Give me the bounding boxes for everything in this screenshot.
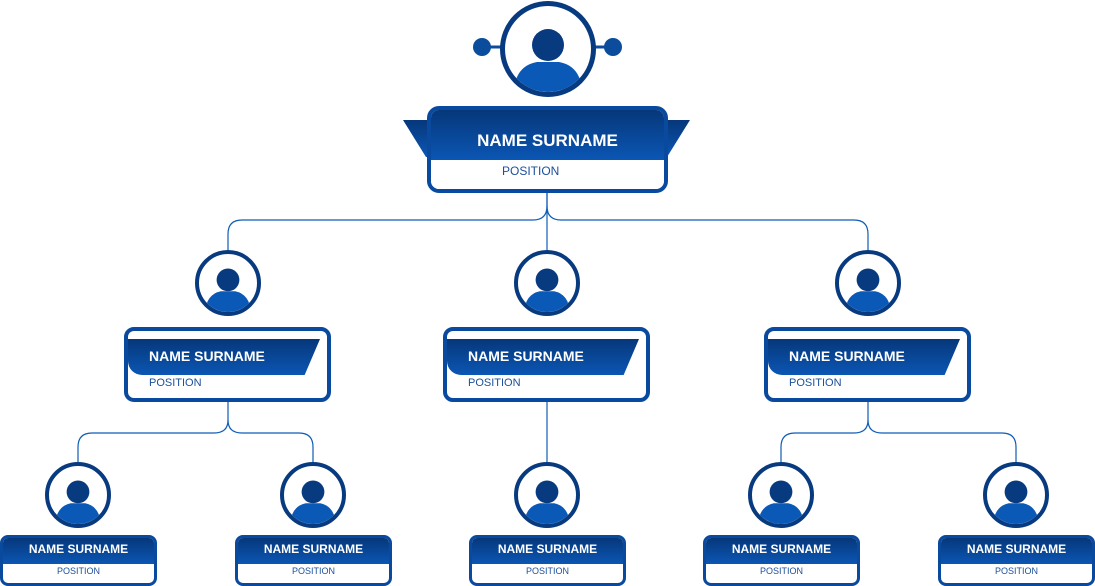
person-icon xyxy=(514,250,580,316)
level2-position: POSITION xyxy=(149,377,202,389)
person-icon xyxy=(835,250,901,316)
name-banner xyxy=(447,339,639,375)
level3-position: POSITION xyxy=(56,566,100,576)
connector-l2-l3 xyxy=(780,400,869,464)
person-icon xyxy=(500,1,596,97)
name-banner xyxy=(128,339,320,375)
person-icon xyxy=(983,462,1049,528)
connector-l2-l3 xyxy=(867,419,1017,464)
level3-position: POSITION xyxy=(525,566,569,576)
connector-l2-l3 xyxy=(227,419,314,464)
connector-root-l2 xyxy=(546,205,869,252)
connector-root-l2 xyxy=(227,192,548,252)
root-position: POSITION xyxy=(502,164,560,178)
level3-name: NAME SURNAME xyxy=(263,542,364,556)
level3-card xyxy=(235,535,392,586)
person-icon xyxy=(45,462,111,528)
name-banner xyxy=(941,538,1092,564)
root-card xyxy=(427,106,668,193)
level2-card xyxy=(124,327,331,402)
level3-name: NAME SURNAME xyxy=(966,542,1067,556)
level3-position: POSITION xyxy=(759,566,803,576)
level2-position: POSITION xyxy=(468,377,521,389)
level3-card xyxy=(469,535,626,586)
person-icon xyxy=(280,462,346,528)
level3-card xyxy=(703,535,860,586)
level3-name: NAME SURNAME xyxy=(497,542,598,556)
level3-card xyxy=(0,535,157,586)
level2-name: NAME SURNAME xyxy=(149,348,265,364)
person-icon xyxy=(195,250,261,316)
name-banner xyxy=(768,339,960,375)
level3-position: POSITION xyxy=(994,566,1038,576)
level2-card xyxy=(764,327,971,402)
level2-name: NAME SURNAME xyxy=(789,348,905,364)
name-banner xyxy=(3,538,154,564)
name-banner xyxy=(706,538,857,564)
level2-name: NAME SURNAME xyxy=(468,348,584,364)
level2-card xyxy=(443,327,650,402)
name-banner xyxy=(238,538,389,564)
level3-name: NAME SURNAME xyxy=(28,542,129,556)
level3-position: POSITION xyxy=(291,566,335,576)
level2-position: POSITION xyxy=(789,377,842,389)
root-name: NAME SURNAME xyxy=(477,131,618,150)
name-banner xyxy=(472,538,623,564)
level3-name: NAME SURNAME xyxy=(731,542,832,556)
connector-l2-l3 xyxy=(77,400,229,464)
person-icon xyxy=(748,462,814,528)
person-icon xyxy=(514,462,580,528)
level3-card xyxy=(938,535,1095,586)
